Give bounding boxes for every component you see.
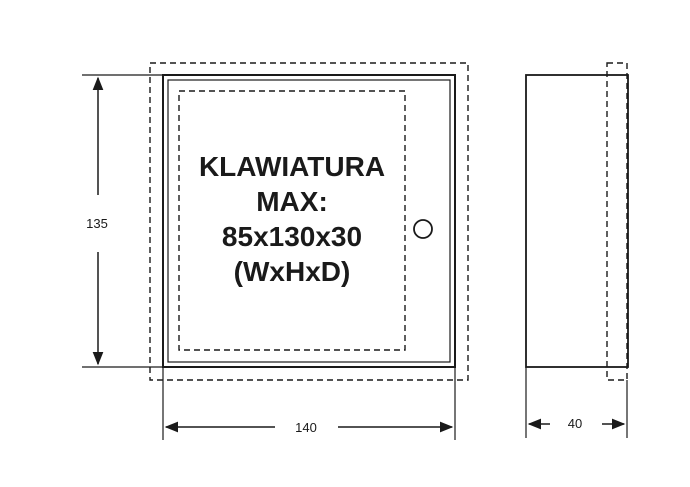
height-dimension: 135: [82, 74, 163, 368]
width-dimension: 140: [162, 367, 456, 440]
keypad-cutout-dashed: [178, 90, 406, 351]
depth-dimension: 40: [525, 367, 628, 438]
label-line-4: (WxHxD): [234, 256, 351, 287]
front-inner-frame: [167, 79, 451, 363]
side-view: [525, 62, 629, 381]
front-outer-dashed-frame: [149, 62, 469, 381]
label-line-3: 85x130x30: [222, 221, 362, 252]
label-line-2: MAX:: [256, 186, 328, 217]
side-dashed-flange: [606, 62, 628, 381]
width-value: 140: [295, 420, 317, 435]
depth-value: 40: [568, 416, 582, 431]
label-line-1: KLAWIATURA: [199, 151, 385, 182]
lock-icon: [413, 219, 433, 239]
height-value: 135: [86, 216, 108, 231]
front-panel: [162, 74, 456, 368]
front-view: KLAWIATURA MAX: 85x130x30 (WxHxD): [149, 62, 469, 381]
side-body: [525, 74, 629, 368]
